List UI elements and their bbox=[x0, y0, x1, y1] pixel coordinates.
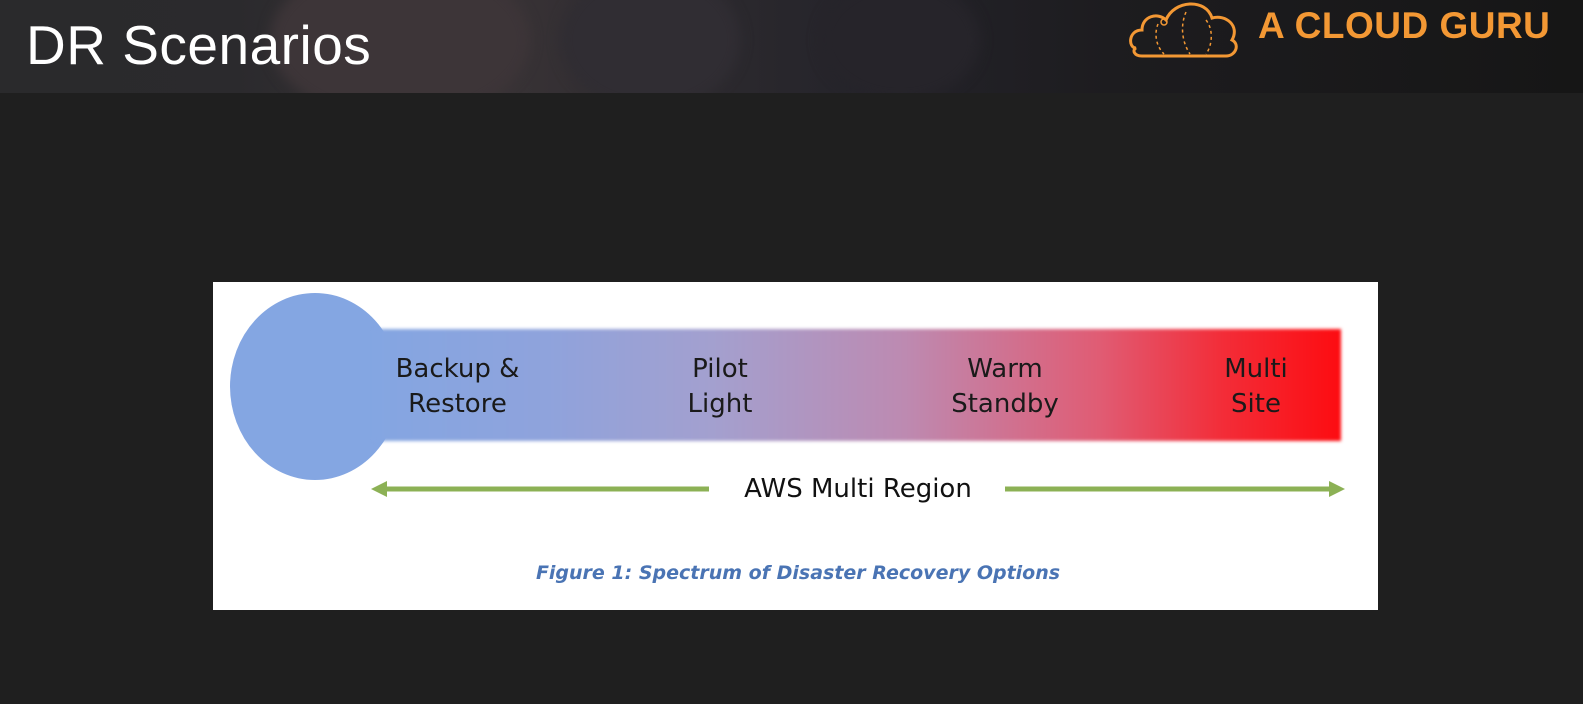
background-blur bbox=[820, 0, 980, 93]
range-label: AWS Multi Region bbox=[744, 474, 972, 504]
option-backup-restore: Backup & Restore bbox=[395, 354, 520, 419]
background-blur bbox=[560, 0, 740, 93]
spectrum-start-circle bbox=[230, 293, 400, 480]
figure-caption: Figure 1: Spectrum of Disaster Recovery … bbox=[535, 562, 1061, 584]
cloud-logo-icon bbox=[1129, 2, 1238, 58]
arrow-right-icon bbox=[1329, 481, 1345, 497]
dr-spectrum-figure: Backup & Restore Pilot Light Warm Standb… bbox=[213, 282, 1378, 610]
option-pilot-light: Pilot Light bbox=[687, 354, 753, 419]
option-multi-site: Multi Site bbox=[1224, 354, 1288, 419]
background-blur bbox=[270, 0, 530, 93]
arrow-left-icon bbox=[371, 481, 387, 497]
range-arrow bbox=[371, 481, 1345, 497]
brand-name: A CLOUD GURU bbox=[1258, 5, 1551, 46]
slide-header: DR Scenarios A CLOUD GURU bbox=[0, 0, 1583, 93]
slide-title: DR Scenarios bbox=[26, 14, 372, 76]
option-warm-standby: Warm Standby bbox=[951, 354, 1059, 419]
spectrum-gradient-bar bbox=[373, 329, 1341, 441]
